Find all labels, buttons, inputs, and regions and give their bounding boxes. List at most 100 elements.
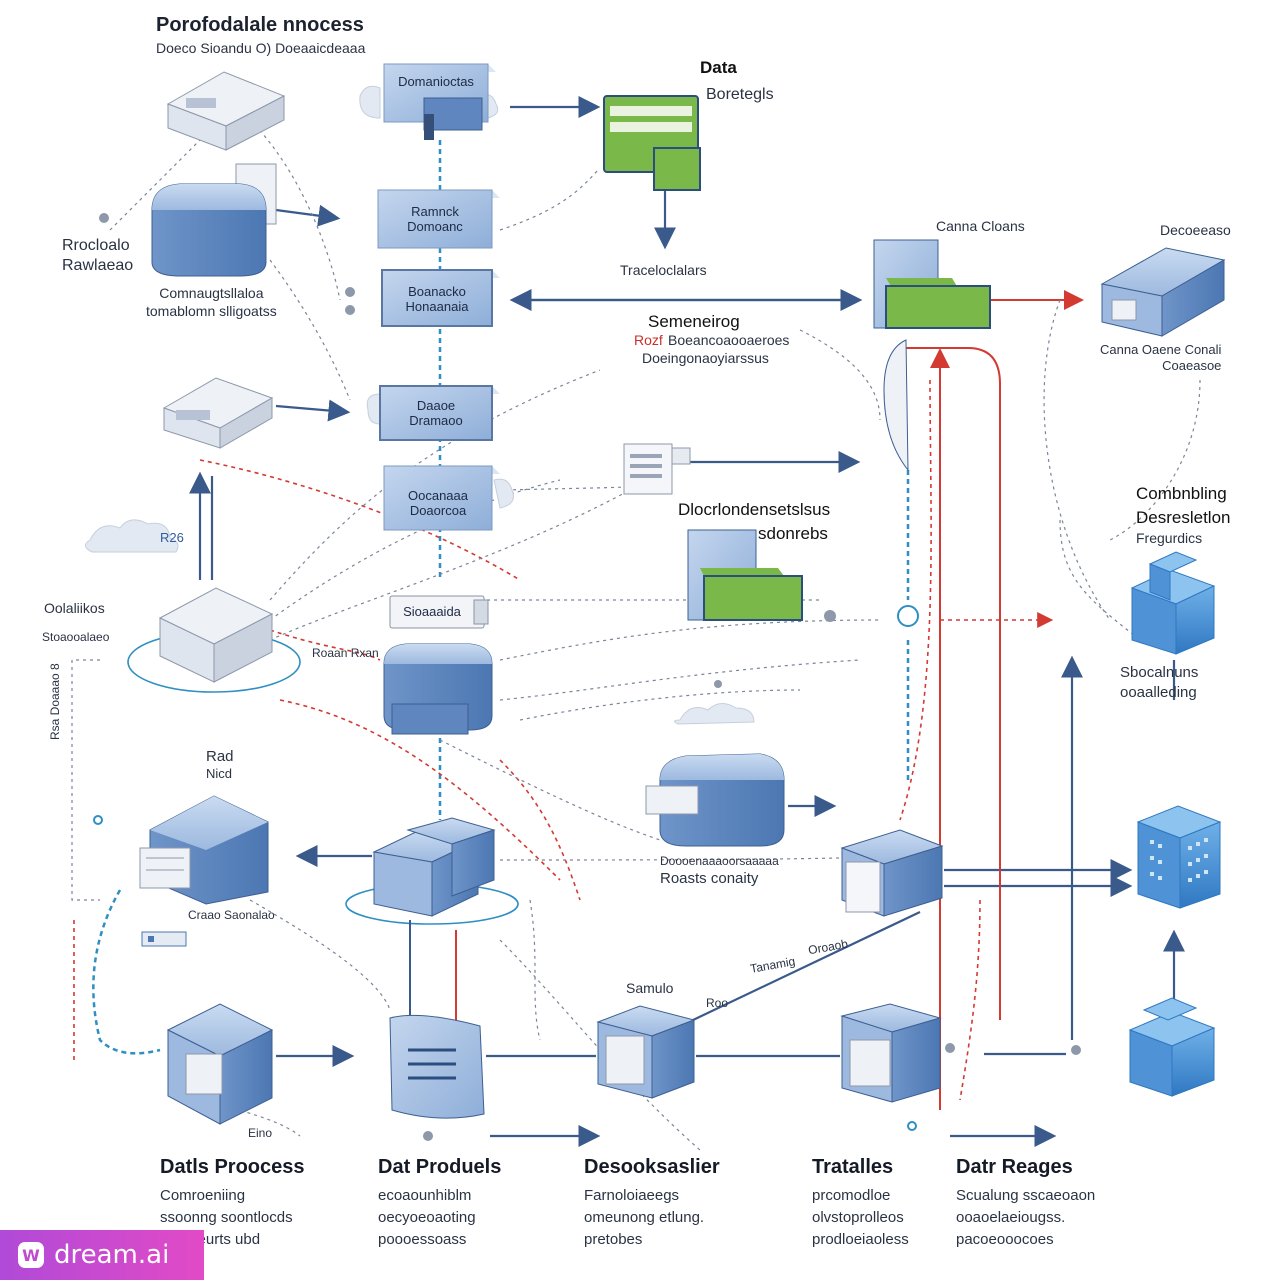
red-dashed-links xyxy=(73,379,1054,1101)
watermark-badge: W dream.ai xyxy=(0,1230,204,1280)
tall-panel-right xyxy=(883,339,909,472)
process-box-boanacko[interactable] xyxy=(381,269,500,327)
data-board-icon xyxy=(603,95,701,191)
roasts-top-label: Doooenaaaoorsaaaaa xyxy=(660,854,779,868)
process-box-label-5: Oocanaaa Doaorcoa xyxy=(408,488,468,518)
bottom-column-line: pacoeooocoes xyxy=(956,1231,1054,1248)
oaaaalcing-label: ooaalleding xyxy=(1120,684,1197,701)
blue-rack-top-right xyxy=(1130,551,1216,655)
diagram-subtitle: Doeco Sioandu O) Doeaaicdeaaa xyxy=(156,40,366,56)
canna-cloans-label: Canna Cloans xyxy=(936,218,1025,234)
semeneirog-label: Semeneirog xyxy=(648,312,740,331)
data-sublabel: Boretegls xyxy=(706,86,774,103)
diocondensts-label: Dlocrlondensetslsus xyxy=(678,500,831,519)
bottom-column-line: prodloeiaoless xyxy=(812,1231,909,1248)
semeneirog-red-label: Rozf xyxy=(634,332,663,348)
bottom-column-3: Desooksaslier Farnoloiaeegs omeunong etl… xyxy=(584,1156,720,1251)
server-box-bottom-right xyxy=(840,1003,942,1103)
central-server-cluster xyxy=(345,817,519,925)
tracoloulars-label: Traceloclalars xyxy=(620,262,707,278)
bottom-column-1: Datls Proocess Comroeniing ssoonng soont… xyxy=(160,1156,305,1251)
hub-device-left xyxy=(127,587,301,693)
bottom-column-line: Comroeniing xyxy=(160,1187,246,1204)
decoeeaso-storage xyxy=(1100,247,1226,337)
bottom-column-line: omeunong etlung. xyxy=(584,1209,705,1226)
bottom-column-4: Tratalles prcomodloe olvstoprolleos prod… xyxy=(812,1156,909,1251)
bottom-column-line: olvstoprolleos xyxy=(812,1209,904,1226)
cloud-decorations xyxy=(85,85,755,725)
semeneirog-sub2: Doeingonaoyiarssus xyxy=(642,350,769,366)
nicd-label: Nicd xyxy=(206,766,233,781)
process-stack xyxy=(377,63,500,629)
sdonreis-label: sdonrebs xyxy=(758,524,828,543)
side-vertical-label: Rsa Doaaao 8 xyxy=(48,663,62,740)
process-box-daaoe[interactable] xyxy=(379,385,500,441)
left-comp-label: Comnaugtsllaloa tomablomn slligoatss xyxy=(146,285,277,319)
process-box-domanioctas[interactable] xyxy=(383,63,496,140)
server-cube-right-middle xyxy=(840,829,944,917)
semeneirog-sub1: Boeancoaooaeroes xyxy=(668,332,790,348)
red-links xyxy=(455,290,1084,1110)
left-product-label: Rrocloalo Rawlaeao xyxy=(62,237,134,274)
bottom-column-line: ooaoelaeiougss. xyxy=(956,1209,1066,1226)
bottom-column-line: ecoaounhiblm xyxy=(378,1187,472,1204)
process-box-ramnck[interactable] xyxy=(377,189,500,249)
combing-label: Combnbling xyxy=(1136,484,1227,503)
bottom-column-title: Datr Reages xyxy=(956,1156,1073,1178)
process-box-label-6: Sioaaaida xyxy=(403,604,461,619)
bottom-column-title: Tratalles xyxy=(812,1156,894,1178)
process-box-label-1: Domanioctas xyxy=(384,74,488,89)
oolalikos-label: Oolaliikos xyxy=(44,600,105,616)
small-node-icons xyxy=(99,213,1081,1141)
central-storage-cube xyxy=(383,643,493,735)
dotted-connectors xyxy=(71,119,1201,1151)
folder-server-icon xyxy=(687,529,803,621)
connector-rings xyxy=(93,605,919,1131)
server-cube-lower-left xyxy=(139,795,269,905)
storage-cube-center-right xyxy=(645,753,785,847)
crane-label: Craao Saonalao xyxy=(188,908,275,922)
process-box-oocanaaa[interactable] xyxy=(383,465,500,531)
deresiction-label: Desresletlon xyxy=(1136,508,1231,527)
small-battery-left xyxy=(141,931,187,947)
bottom-column-line: Scualung sscaeoaon xyxy=(956,1187,1096,1204)
process-box-label-3: Boanacko Honaanaia xyxy=(405,284,469,314)
blue-rack-mid-right xyxy=(1136,805,1222,909)
frequirdics-label: Fregurdics xyxy=(1136,530,1203,546)
bottom-column-line: ssoonng soontlocds xyxy=(160,1209,293,1226)
diagram-title: Porofodalale nnocess xyxy=(156,14,364,36)
samuo-label: Samulo xyxy=(626,980,674,996)
bottom-column-5: Datr Reages Scualung sscaeoaon ooaoelaei… xyxy=(956,1156,1095,1251)
storage-cube-left xyxy=(151,163,277,277)
server-unit-top-left xyxy=(166,71,286,151)
bottom-column-line: pretobes xyxy=(584,1231,643,1248)
canna-bottom-label: Canna Oaene Conali Coaeasoe xyxy=(1100,342,1222,373)
bottom-column-title: Datls Proocess xyxy=(160,1156,305,1178)
central-pipeline-column xyxy=(389,920,485,1119)
process-box-sioaaaida[interactable] xyxy=(389,595,489,629)
eino-label: Eino xyxy=(248,1126,273,1140)
navy-arrows xyxy=(189,96,1185,1147)
process-box-label-4: Daaoe Dramaoo xyxy=(409,398,463,428)
blue-rack-bottom-right xyxy=(1128,997,1216,1097)
bottom-column-title: Dat Produels xyxy=(378,1156,502,1178)
rp46-label: R26 xyxy=(160,530,184,545)
rroan-label: Roaan Rxan xyxy=(312,646,379,660)
bottom-column-line: oecyoeoaoting xyxy=(378,1209,476,1226)
roasts-label: Roasts conaity xyxy=(660,870,759,887)
server-box-bottom-center xyxy=(596,1005,696,1099)
bottom-column-line: poooessoass xyxy=(378,1231,467,1248)
server-unit-mid-left xyxy=(162,377,274,449)
watermark-text: dream.ai xyxy=(54,1240,170,1270)
server-cube-bottom-left xyxy=(166,1003,274,1125)
rod-label: Rad xyxy=(206,748,234,765)
data-label: Data xyxy=(700,58,737,77)
bottom-column-line: prcomodloe xyxy=(812,1187,891,1204)
doc-stack-icon xyxy=(623,443,691,495)
canna-cloans-server xyxy=(873,239,991,329)
bottom-column-title: Desooksaslier xyxy=(584,1156,720,1178)
dream-logo-icon: W xyxy=(18,1242,44,1268)
process-box-text: Domanioctas xyxy=(398,74,474,89)
stoaooliaes-label: Stoaooalaeo xyxy=(42,630,110,644)
